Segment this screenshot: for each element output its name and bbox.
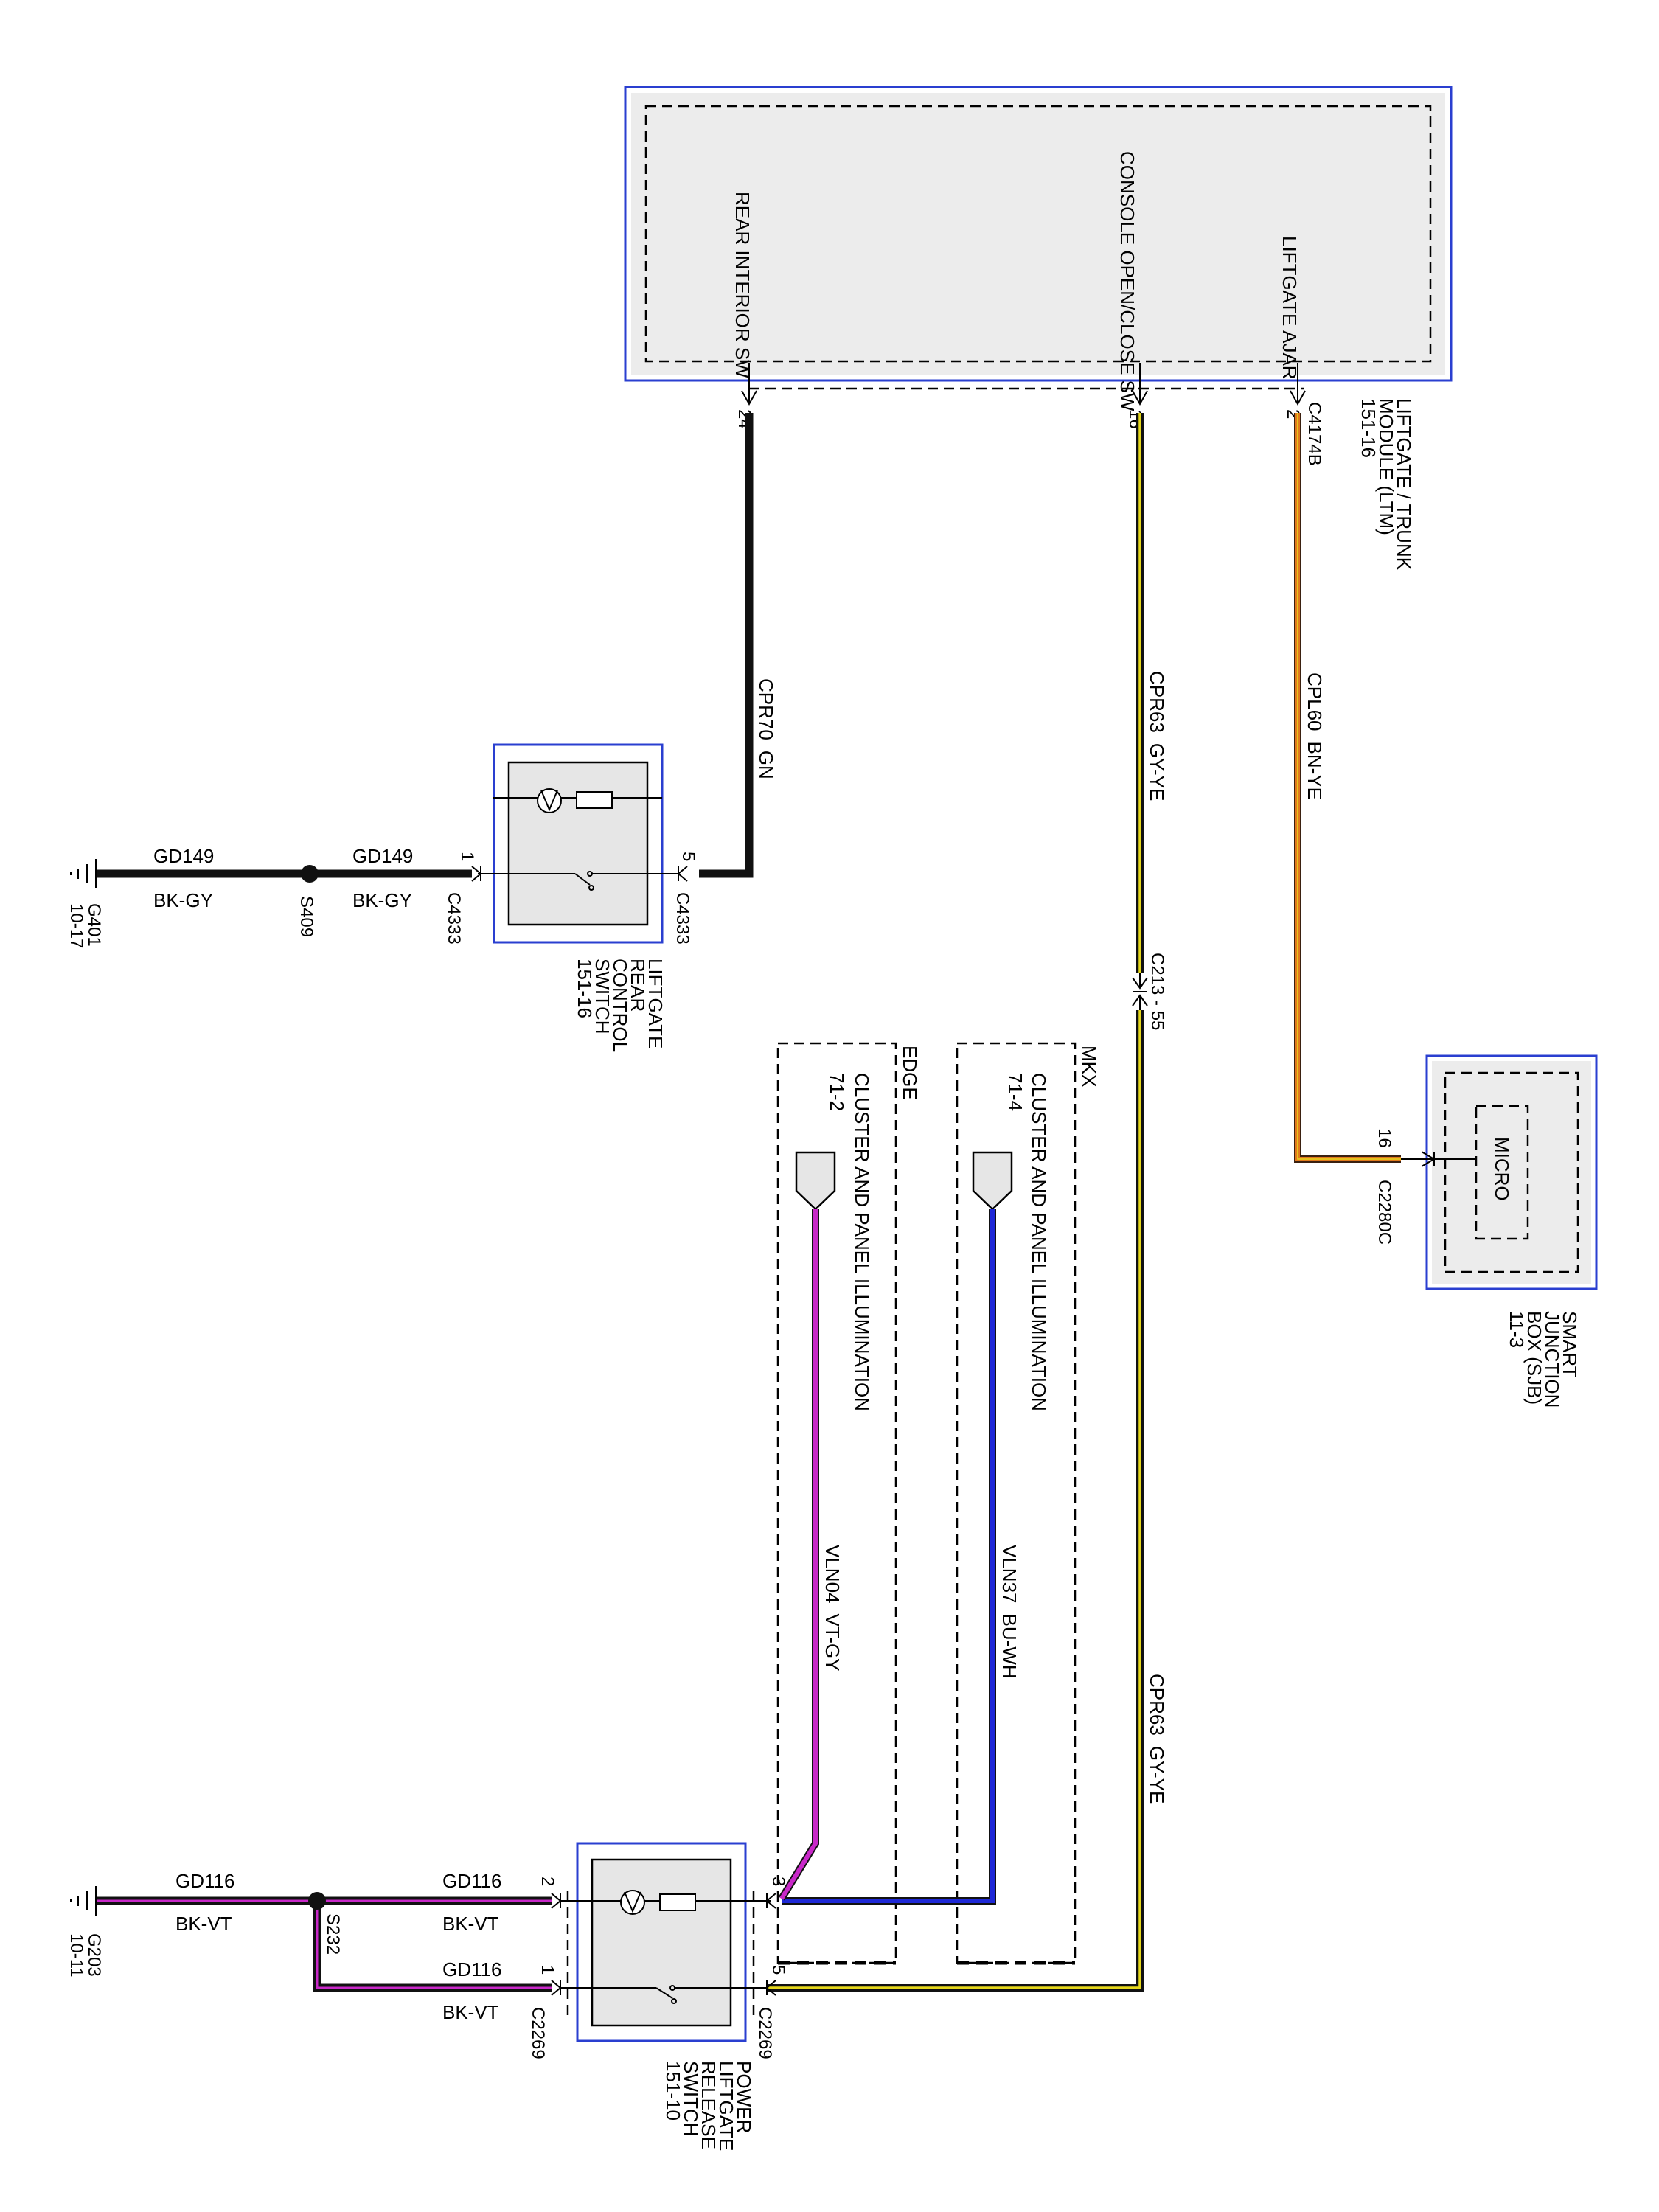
splice-s409 [301, 865, 319, 883]
ltm-pin-rear-interior-sw: REAR INTERIOR SW [731, 192, 754, 378]
ground-g401: G401 10-17 [66, 859, 104, 948]
wire-vln37-label: VLN37BU-WH [998, 1545, 1020, 1679]
rear-switch-name: LIFTGATE REAR CONTROL SWITCH 151-16 [574, 959, 667, 1057]
connector-c213 [1132, 973, 1148, 1010]
release-pin2-symbol [551, 1893, 562, 1909]
wire-cpl60-label: CPL60BN-YE [1304, 672, 1326, 800]
led-arrow-icon [624, 1891, 641, 1913]
release-pin-5: 5 [768, 1965, 788, 1975]
rear-switch-pin-5: 5 [678, 852, 698, 861]
sjb-body [1432, 1061, 1591, 1284]
rear-control-switch: 1 5 C4333 C4333 LIFTGATE REAR CONTROL SW… [444, 743, 698, 1057]
wire-gd116-c-color: BK-VT [442, 2001, 499, 2023]
switch-contact-icon [574, 873, 591, 886]
release-conn-left: C2269 [528, 2007, 548, 2059]
release-pin-3: 3 [768, 1877, 788, 1886]
sjb-name: SMART JUNCTION BOX (SJB) 11-3 [1506, 1311, 1581, 1413]
rear-switch-inner [507, 761, 649, 926]
release-pin3-symbol [765, 1893, 776, 1909]
ground-g203-ref: 10-11 [66, 1933, 86, 1978]
power-release-switch: 2 1 3 5 C2269 C2269 POWER LIFTGATE RELEA… [528, 1842, 788, 2157]
release-pin-2: 2 [538, 1877, 557, 1886]
ltm-pin-symbols [741, 363, 1306, 406]
ltm-pin-liftgate-ajar: LIFTGATE AJAR [1279, 236, 1301, 380]
ltm-inner-dashed [644, 105, 1432, 363]
rear-switch-conn-left: C4333 [444, 892, 464, 945]
sjb-micro-box [1475, 1105, 1529, 1240]
sjb-module: MICRO 16 C2280C SMART JUNCTION BOX (SJB)… [1374, 1054, 1598, 1413]
option-mkx-source-symbol [972, 1151, 1013, 1211]
led-arrow-icon [540, 790, 558, 812]
option-mkx-source: CLUSTER AND PANEL ILLUMINATION [1028, 1073, 1050, 1411]
switch-pivot-icon [588, 885, 594, 891]
ground-icon [70, 859, 97, 888]
option-edge-source-symbol [795, 1151, 836, 1211]
wire-gd116-a-color: BK-VT [175, 1913, 232, 1935]
splice-s409-label: S409 [296, 896, 316, 937]
ground-g401-ref: 10-17 [66, 903, 86, 948]
wire-cpr63: CPR63GY-YE CPR63GY-YE C213 - 55 [767, 413, 1168, 1992]
wire-gd149-b-color: BK-GY [352, 889, 412, 911]
connector-c213-label: C213 - 55 [1147, 953, 1167, 1030]
option-edge-ref: 71-2 [826, 1073, 848, 1111]
ground-g203: G203 10-11 [66, 1886, 104, 1978]
sjb-inner-dashed [1444, 1071, 1579, 1273]
option-edge-variant: EDGE [899, 1046, 921, 1100]
resistor-icon [659, 1893, 696, 1911]
release-switch-inner [591, 1858, 732, 2027]
ground-icon [70, 1886, 97, 1916]
release-pin-1: 1 [538, 1965, 557, 1975]
wire-vln04-label: VLN04VT-GY [821, 1545, 844, 1672]
ltm-name: LIFTGATE / TRUNK MODULE (LTM) 151-16 [1357, 398, 1415, 575]
option-mkx-variant: MKX [1078, 1046, 1100, 1087]
wire-gd116-a-circuit: GD116 [175, 1870, 234, 1892]
switch-contact-icon [655, 1987, 673, 1999]
wire-cpl60: CPL60BN-YE [1294, 413, 1401, 1163]
option-mkx: MKX CLUSTER AND PANEL ILLUMINATION 71-4 [956, 1042, 1100, 1965]
ground-g401-name: G401 [84, 903, 104, 947]
wire-cpr70-label: CPR70GN [755, 678, 777, 779]
wire-gd116-c-circuit: GD116 [442, 1958, 501, 1980]
resistor-icon [576, 791, 613, 809]
wire-gd149-a-circuit: GD149 [153, 845, 214, 867]
ltm-body [631, 93, 1445, 375]
release-switch-name: POWER LIFTGATE RELEASE SWITCH 151-10 [662, 2061, 755, 2157]
switch-pivot-icon [671, 1998, 677, 2004]
option-mkx-ref: 71-4 [1004, 1073, 1026, 1111]
release-pin1-symbol [551, 1980, 562, 1996]
wire-gd149: GD149 BK-GY GD149 BK-GY S409 [96, 845, 472, 937]
wire-gd116: S232 GD116 BK-VT GD116 BK-VT GD116 BK-VT [96, 1870, 552, 2023]
wire-cpr63-upper-label: CPR63GY-YE [1146, 671, 1168, 801]
wire-cpr63-lower-label: CPR63GY-YE [1146, 1674, 1168, 1804]
ltm-module: REAR INTERIOR SW CONSOLE OPEN/CLOSE SW L… [624, 86, 1453, 575]
rear-switch-pin1-symbol [471, 866, 482, 882]
splice-s232 [308, 1892, 326, 1910]
rear-switch-conn-right: C4333 [672, 892, 692, 945]
sjb-pin-16: 16 [1374, 1128, 1394, 1148]
splice-s232-label: S232 [323, 1913, 343, 1955]
rear-switch-pin5-symbol [677, 866, 688, 882]
rear-switch-pin-1: 1 [457, 852, 477, 861]
wire-cpr70: CPR70GN [699, 413, 777, 878]
wire-vln37: VLN37BU-WH [782, 1209, 1020, 1905]
release-pin5-symbol [765, 1980, 776, 1996]
wire-gd116-b-color: BK-VT [442, 1913, 499, 1935]
release-conn-right: C2269 [755, 2007, 775, 2059]
sjb-connector-label: C2280C [1374, 1180, 1394, 1245]
wire-vln04: VLN04VT-GY [778, 1209, 844, 1901]
ltm-pin-console-sw: CONSOLE OPEN/CLOSE SW [1116, 151, 1138, 411]
ground-g203-name: G203 [84, 1933, 104, 1977]
wire-gd149-a-color: BK-GY [153, 889, 213, 911]
sjb-micro-label: MICRO [1491, 1137, 1513, 1201]
option-edge-source: CLUSTER AND PANEL ILLUMINATION [851, 1073, 873, 1411]
wire-gd149-b-circuit: GD149 [352, 845, 413, 867]
ltm-connector-label: C4174B [1304, 402, 1324, 466]
wire-gd116-b-circuit: GD116 [442, 1870, 501, 1892]
option-edge: EDGE CLUSTER AND PANEL ILLUMINATION 71-2 [776, 1042, 921, 1965]
